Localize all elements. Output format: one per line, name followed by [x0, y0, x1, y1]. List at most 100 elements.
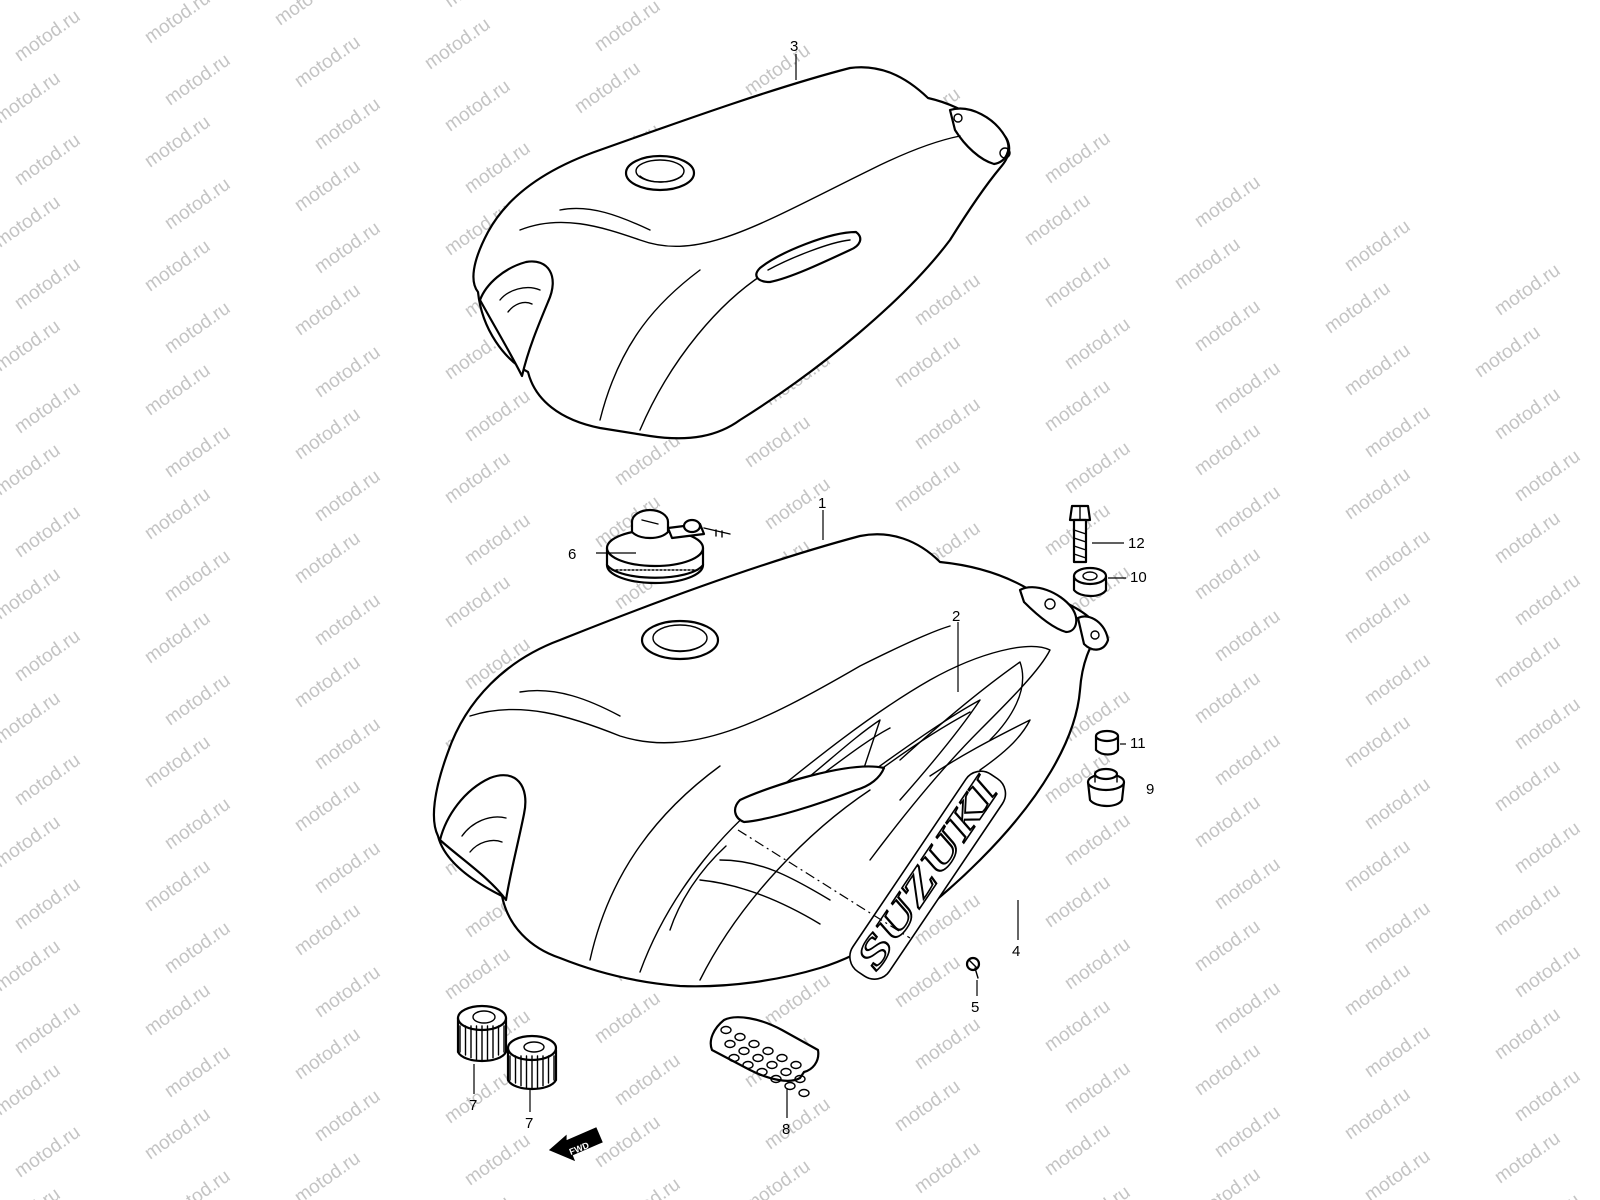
watermark-text: motod.ru: [1191, 296, 1264, 356]
watermark-text: motod.ru: [141, 732, 214, 792]
watermark-text: motod.ru: [571, 58, 644, 118]
watermark-text: motod.ru: [1511, 818, 1584, 878]
watermark-text: motod.ru: [441, 76, 514, 136]
watermark-text: motod.ru: [1361, 898, 1434, 958]
watermark-text: motod.ru: [11, 750, 84, 810]
pad-cell: [780, 1067, 792, 1077]
watermark-text: motod.ru: [11, 998, 84, 1058]
watermark-text: motod.ru: [141, 484, 214, 544]
watermark-text: motod.ru: [1211, 1102, 1284, 1162]
watermark-text: motod.ru: [1211, 606, 1284, 666]
watermark-text: motod.ru: [1191, 420, 1264, 480]
watermark-text: motod.ru: [311, 466, 384, 526]
watermark-text: motod.ru: [1361, 402, 1434, 462]
watermark-text: motod.ru: [1341, 836, 1414, 896]
watermark-text: motod.ru: [291, 32, 364, 92]
watermark-text: motod.ru: [741, 412, 814, 472]
watermark-text: motod.ru: [441, 1068, 514, 1128]
watermark-text: motod.ru: [161, 50, 234, 110]
pad-cell: [770, 1074, 782, 1084]
watermark-text: motod.ru: [141, 856, 214, 916]
callout-4: 4: [1012, 943, 1020, 960]
watermark-text: motod.ru: [1361, 650, 1434, 710]
watermark-text: motod.ru: [1511, 1190, 1584, 1200]
watermark-text: motod.ru: [1341, 712, 1414, 772]
watermark-text: motod.ru: [1361, 526, 1434, 586]
watermark-text: motod.ru: [1061, 438, 1134, 498]
watermark-text: motod.ru: [891, 332, 964, 392]
watermark-text: motod.ru: [1041, 872, 1114, 932]
pad-cell: [756, 1067, 768, 1077]
watermark-text: motod.ru: [1491, 508, 1564, 568]
watermark-text: motod.ru: [1191, 1040, 1264, 1100]
pad-cell: [734, 1032, 746, 1042]
watermark-text: motod.ru: [1041, 376, 1114, 436]
pad-cell: [762, 1046, 774, 1056]
watermark-text: motod.ru: [611, 1174, 684, 1200]
watermark-text: motod.ru: [891, 456, 964, 516]
watermark-text: motod.ru: [1341, 340, 1414, 400]
watermark-text: motod.ru: [1341, 1084, 1414, 1144]
watermark-text: motod.ru: [891, 1076, 964, 1136]
watermark-text: motod.ru: [1191, 1164, 1264, 1200]
watermark-text: motod.ru: [0, 1184, 64, 1200]
watermark-text: motod.ru: [891, 952, 964, 1012]
watermark-text: motod.ru: [161, 794, 234, 854]
watermark-text: motod.ru: [161, 546, 234, 606]
watermark-text: motod.ru: [1511, 570, 1584, 630]
callout-7-right: 7: [525, 1115, 533, 1132]
watermark-text: motod.ru: [0, 316, 64, 376]
watermark-text: motod.ru: [291, 1148, 364, 1200]
watermark-text: motod.ru: [421, 14, 494, 74]
watermark-text: motod.ru: [291, 900, 364, 960]
watermark-text: motod.ru: [11, 502, 84, 562]
watermark-text: motod.ru: [11, 1122, 84, 1182]
watermark-text: motod.ru: [1341, 960, 1414, 1020]
watermark-text: motod.ru: [1341, 588, 1414, 648]
pad-cell: [720, 1025, 732, 1035]
pad-cell: [784, 1081, 796, 1091]
pad-cell: [742, 1060, 754, 1070]
watermark-text: motod.ru: [741, 1156, 814, 1200]
callout-10: 10: [1130, 569, 1147, 586]
watermark-text: motod.ru: [291, 776, 364, 836]
watermark-text: motod.ru: [1491, 632, 1564, 692]
watermark-text: motod.ru: [441, 944, 514, 1004]
watermark-text: motod.ru: [911, 394, 984, 454]
watermark-text: motod.ru: [311, 962, 384, 1022]
watermark-text: motod.ru: [1041, 252, 1114, 312]
watermark-text: motod.ru: [1061, 314, 1134, 374]
watermark-text: motod.ru: [161, 298, 234, 358]
watermark-text: motod.ru: [1511, 1066, 1584, 1126]
leader-lines: [473, 54, 1126, 1118]
callout-8: 8: [782, 1121, 790, 1138]
watermark-text: motod.ru: [1041, 1120, 1114, 1180]
watermark-text: motod.ru: [0, 192, 64, 252]
watermark-text: motod.ru: [1061, 1182, 1134, 1200]
watermark-text: motod.ru: [291, 1024, 364, 1084]
watermark-text: motod.ru: [911, 1138, 984, 1198]
watermark-text: motod.ru: [1211, 482, 1284, 542]
watermark-text: motod.ru: [271, 0, 344, 30]
watermark-text: motod.ru: [441, 0, 514, 12]
watermark-text: motod.ru: [311, 714, 384, 774]
watermark-text: motod.ru: [1511, 446, 1584, 506]
pad-cell: [752, 1053, 764, 1063]
watermark-text: motod.ru: [141, 1104, 214, 1164]
watermark-text: motod.ru: [141, 980, 214, 1040]
watermark-text: motod.ru: [0, 688, 64, 748]
grommet: [1086, 767, 1126, 808]
watermark-text: motod.ru: [611, 1050, 684, 1110]
callout-12: 12: [1128, 535, 1145, 552]
watermark-text: motod.ru: [311, 590, 384, 650]
watermark-text: motod.ru: [1491, 384, 1564, 444]
watermark-text: motod.ru: [591, 0, 664, 56]
pad-cell: [728, 1053, 740, 1063]
watermark-text: motod.ru: [161, 174, 234, 234]
watermark-text: motod.ru: [161, 670, 234, 730]
watermark-text: motod.ru: [1191, 792, 1264, 852]
watermark-text: motod.ru: [161, 422, 234, 482]
pad-cell: [748, 1039, 760, 1049]
watermark-text: motod.ru: [591, 988, 664, 1048]
